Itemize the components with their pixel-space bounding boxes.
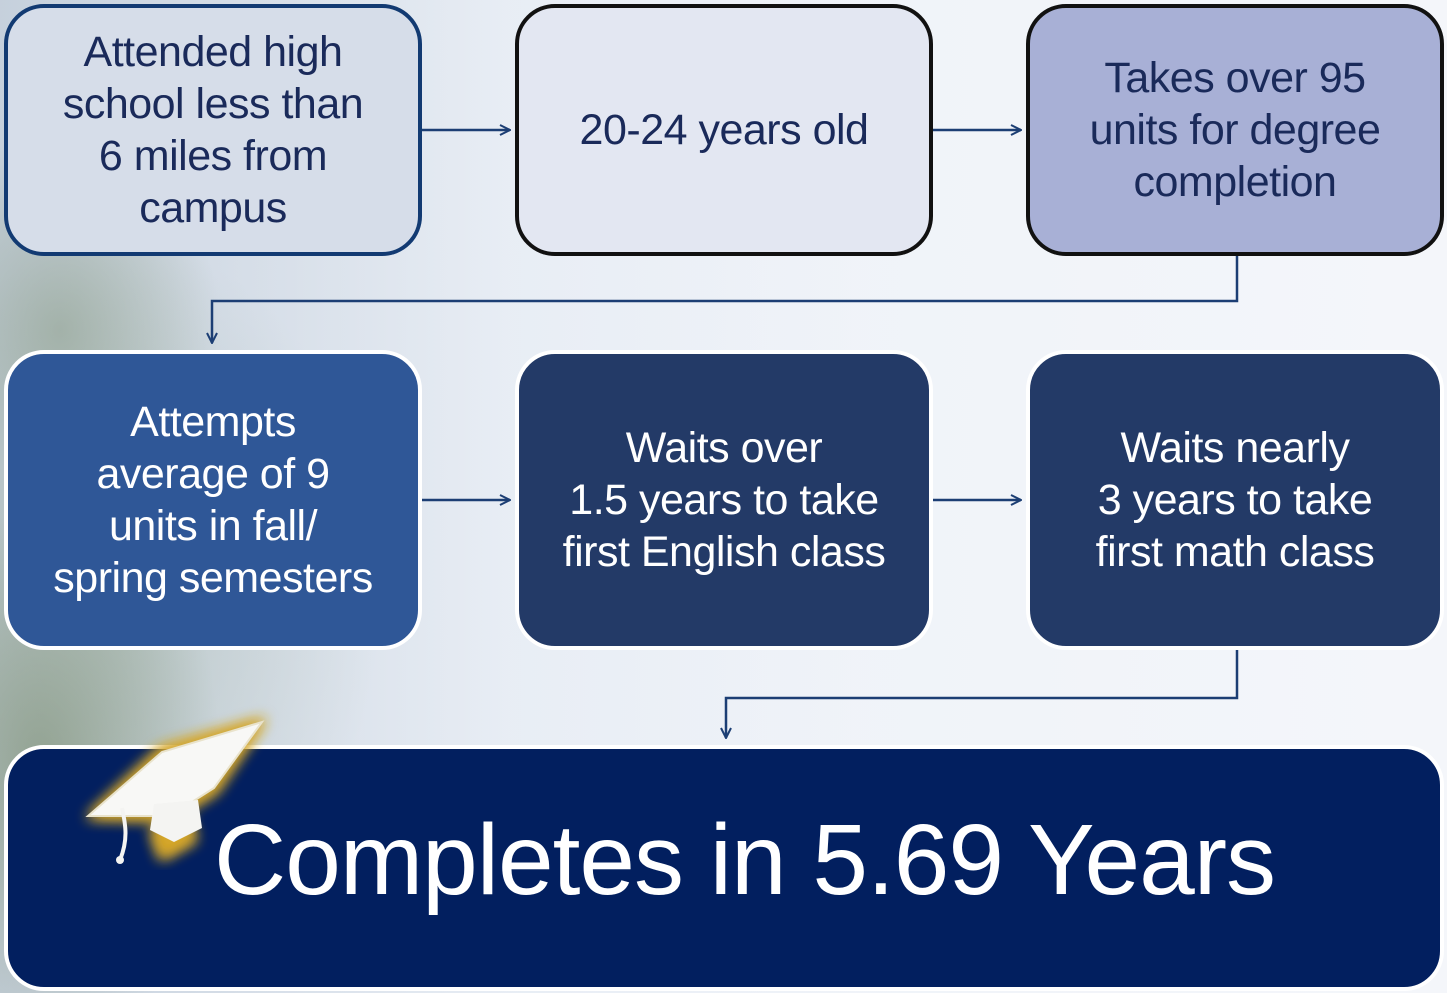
step-wait-math: Waits nearly 3 years to take first math … bbox=[1026, 350, 1444, 650]
step-age-range: 20-24 years old bbox=[515, 4, 933, 256]
step-wait-english: Waits over 1.5 years to take first Engli… bbox=[515, 350, 933, 650]
step-high-school-distance: Attended high school less than 6 miles f… bbox=[4, 4, 422, 256]
step-units-for-degree: Takes over 95 units for degree completio… bbox=[1026, 4, 1444, 256]
step-units-per-semester: Attempts average of 9 units in fall/ spr… bbox=[4, 350, 422, 650]
result-banner: Completes in 5.69 Years bbox=[4, 745, 1444, 991]
result-text: Completes in 5.69 Years bbox=[214, 804, 1276, 916]
graduation-cap-icon bbox=[85, 718, 266, 864]
